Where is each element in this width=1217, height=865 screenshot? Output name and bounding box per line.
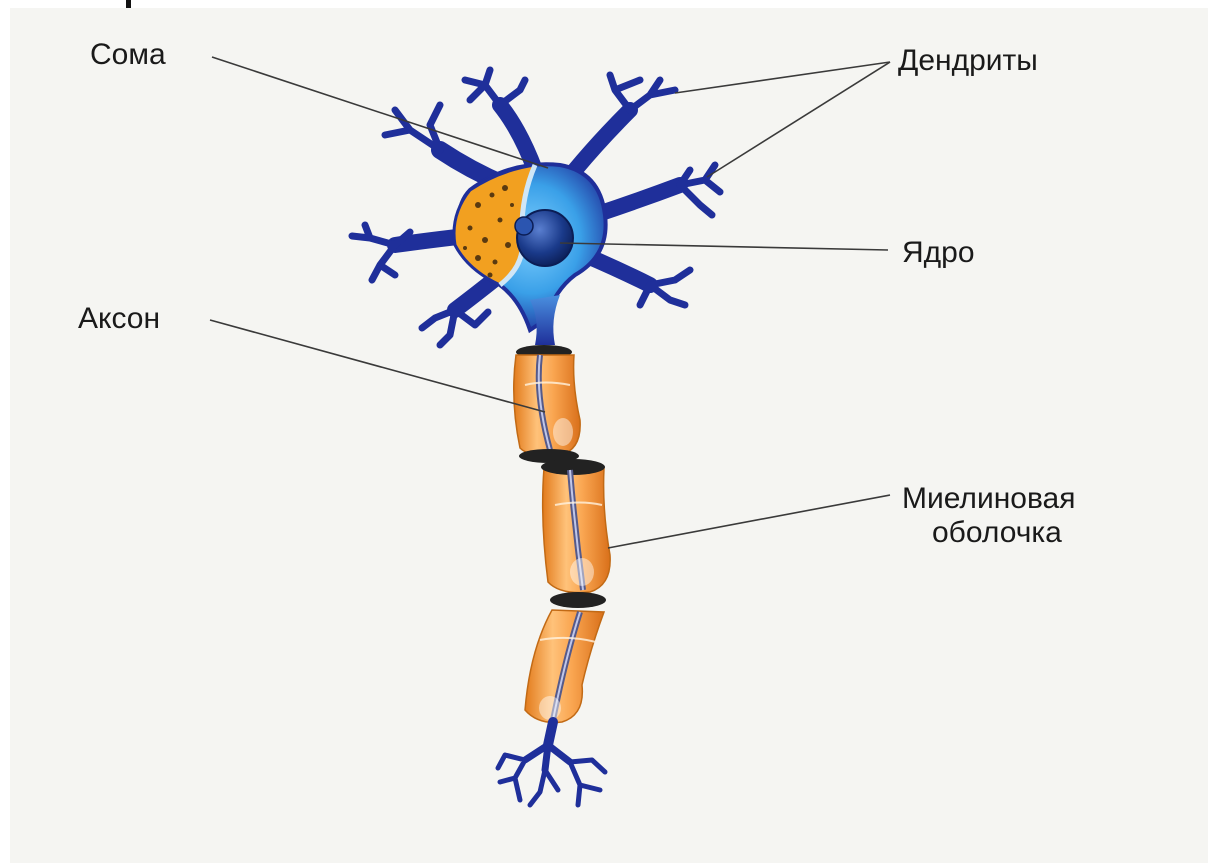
myelin-segment-2 bbox=[541, 459, 610, 608]
label-myelin-line1: Миелиновая bbox=[902, 482, 1075, 515]
axon-terminal bbox=[498, 722, 605, 805]
label-soma: Сома bbox=[90, 38, 166, 71]
leader-dendrites-2 bbox=[707, 62, 890, 177]
myelin-segment-1 bbox=[514, 345, 580, 463]
label-myelin-line2: оболочка bbox=[932, 516, 1062, 549]
label-nucleus: Ядро bbox=[902, 236, 975, 269]
leader-axon bbox=[210, 320, 545, 412]
nucleolus bbox=[515, 217, 533, 235]
leader-nucleus bbox=[560, 243, 888, 250]
leader-myelin bbox=[608, 495, 890, 548]
label-dendrites: Дендриты bbox=[898, 44, 1038, 77]
leader-dendrites-1 bbox=[675, 62, 890, 93]
label-axon: Аксон bbox=[78, 302, 160, 335]
myelin-segment-3 bbox=[525, 610, 604, 723]
